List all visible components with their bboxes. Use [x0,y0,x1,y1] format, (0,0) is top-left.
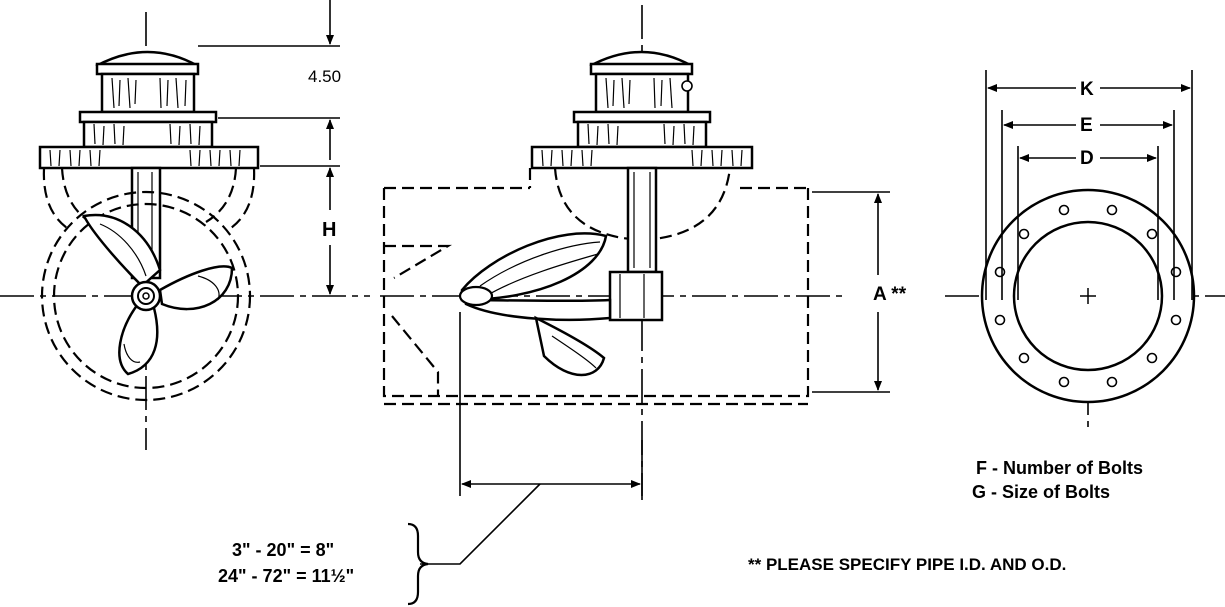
note-number-of-bolts: F - Number of Bolts [976,458,1143,478]
length-note-small: 3" - 20" = 8" [232,540,334,560]
dimension-label-a: A ** [873,284,907,305]
dimension-label-k: K [1080,79,1094,100]
dimension-lines [198,0,1193,606]
note-specify-pipe: ** PLEASE SPECIFY PIPE I.D. AND O.D. [748,555,1066,574]
dimension-label-h: H [322,219,336,241]
mixer-elevation-view [382,50,810,406]
mixer-end-view [38,50,260,402]
dimension-label-4-50: 4.50 [308,67,341,86]
dimension-label-e: E [1080,115,1093,136]
flange-bolt-view [980,188,1196,404]
dimension-label-d: D [1080,148,1094,169]
length-note-large: 24" - 72" = 11½" [218,566,354,586]
note-size-of-bolts: G - Size of Bolts [972,482,1110,502]
